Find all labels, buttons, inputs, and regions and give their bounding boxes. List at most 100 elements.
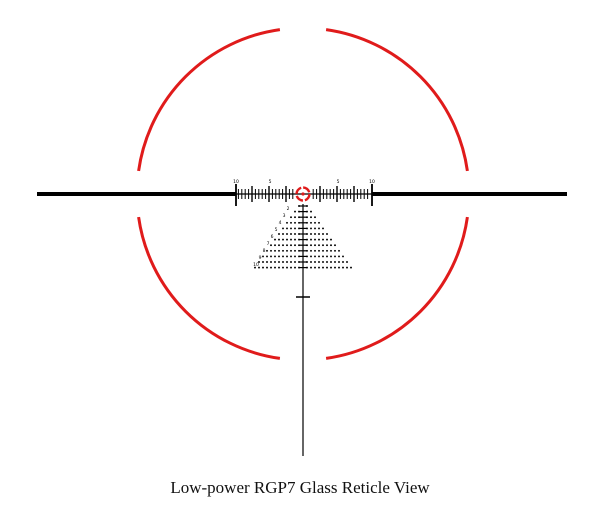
bdc-dot [326, 255, 328, 258]
bdc-dot [254, 266, 256, 269]
hscale-label-left-10: 10 [233, 179, 239, 185]
bdc-dot [338, 266, 340, 269]
bdc-dot [330, 261, 332, 263]
bdc-dot [342, 266, 344, 269]
bdc-dot [290, 244, 292, 247]
bdc-dot [318, 227, 320, 230]
bdc-dot [286, 266, 288, 269]
bdc-dot [290, 238, 292, 241]
bdc-dot [294, 227, 296, 230]
bdc-dot [326, 249, 328, 252]
bdc-dot [314, 249, 316, 252]
bdc-dot [318, 249, 320, 252]
bdc-dot [314, 261, 316, 263]
ring-arc-lower-left [137, 216, 281, 360]
bdc-dot [286, 261, 288, 263]
bdc-dot [334, 244, 336, 247]
bdc-dot [330, 266, 332, 269]
bdc-dot [342, 261, 344, 263]
bdc-dot [334, 266, 336, 269]
bdc-dot [318, 255, 320, 258]
bdc-dot [334, 249, 336, 252]
bdc-dot [290, 255, 292, 258]
bdc-dot [286, 249, 288, 252]
bdc-dot [282, 233, 284, 235]
ring-arc-upper-left [137, 28, 281, 172]
bdc-dot [326, 266, 328, 269]
bdc-dot [318, 266, 320, 269]
bdc-dot [282, 266, 284, 269]
bdc-row-label-4: 4 [279, 220, 282, 226]
bdc-dot [318, 238, 320, 241]
bdc-dot [266, 266, 268, 269]
bdc-dot [310, 216, 312, 219]
caption: Low-power RGP7 Glass Reticle View [170, 478, 430, 497]
bdc-dot [314, 221, 316, 224]
bdc-dot [274, 238, 276, 241]
bdc-dot [274, 255, 276, 258]
bdc-dot [322, 227, 324, 230]
bdc-dot [274, 261, 276, 263]
horizontal-mil-scale [235, 184, 373, 206]
ring-arc-lower-right [325, 216, 469, 360]
bdc-dot [278, 244, 280, 247]
bdc-dot [330, 238, 332, 241]
bdc-dot [294, 210, 296, 213]
bdc-dot [282, 261, 284, 263]
horizontal-scale-labels: 10 5 5 10 [233, 179, 375, 185]
bdc-dot [282, 238, 284, 241]
bdc-dot [330, 249, 332, 252]
bdc-dot [318, 233, 320, 235]
bdc-dot [262, 261, 264, 263]
bdc-dot [310, 261, 312, 263]
bdc-row-label-9: 9 [259, 255, 262, 261]
bdc-dot [290, 221, 292, 224]
bdc-dot [278, 255, 280, 258]
bdc-dot [322, 261, 324, 263]
bdc-dot [314, 255, 316, 258]
bdc-dot [290, 216, 292, 219]
bdc-dot [310, 221, 312, 224]
bdc-dot [258, 266, 260, 269]
bdc-dot [314, 233, 316, 235]
bdc-dot [258, 261, 260, 263]
bdc-dot [310, 266, 312, 269]
bdc-dot [270, 249, 272, 252]
bdc-dot [270, 261, 272, 263]
bdc-dot [350, 266, 352, 269]
bdc-dot [294, 238, 296, 241]
bdc-dot [294, 249, 296, 252]
bdc-dot [262, 266, 264, 269]
bdc-dot [310, 244, 312, 247]
bdc-dot [338, 261, 340, 263]
bdc-dot [310, 238, 312, 241]
bdc-dot [334, 255, 336, 258]
bdc-dot [310, 233, 312, 235]
hscale-label-right-5: 5 [337, 179, 340, 185]
bdc-dot [274, 244, 276, 247]
bdc-dot [270, 266, 272, 269]
bdc-row-label-3: 3 [283, 213, 286, 219]
bdc-dot [290, 227, 292, 230]
bdc-dot [262, 255, 264, 258]
bdc-dot [286, 244, 288, 247]
bdc-dot [270, 255, 272, 258]
bdc-dot [322, 249, 324, 252]
bdc-dot [282, 249, 284, 252]
bdc-dot [282, 255, 284, 258]
bdc-dot [322, 255, 324, 258]
bdc-dot [330, 244, 332, 247]
bdc-dot [314, 266, 316, 269]
crosshair [37, 192, 567, 456]
bdc-dot [286, 221, 288, 224]
bdc-dot [326, 244, 328, 247]
bdc-dot [270, 244, 272, 247]
bdc-dot [318, 221, 320, 224]
bdc-dot [314, 216, 316, 219]
bdc-dot [314, 227, 316, 230]
bdc-row-label-5: 5 [275, 227, 278, 233]
bdc-dot [314, 238, 316, 241]
bdc-dot [286, 238, 288, 241]
bdc-dot [266, 261, 268, 263]
hscale-label-right-10: 10 [369, 179, 375, 185]
